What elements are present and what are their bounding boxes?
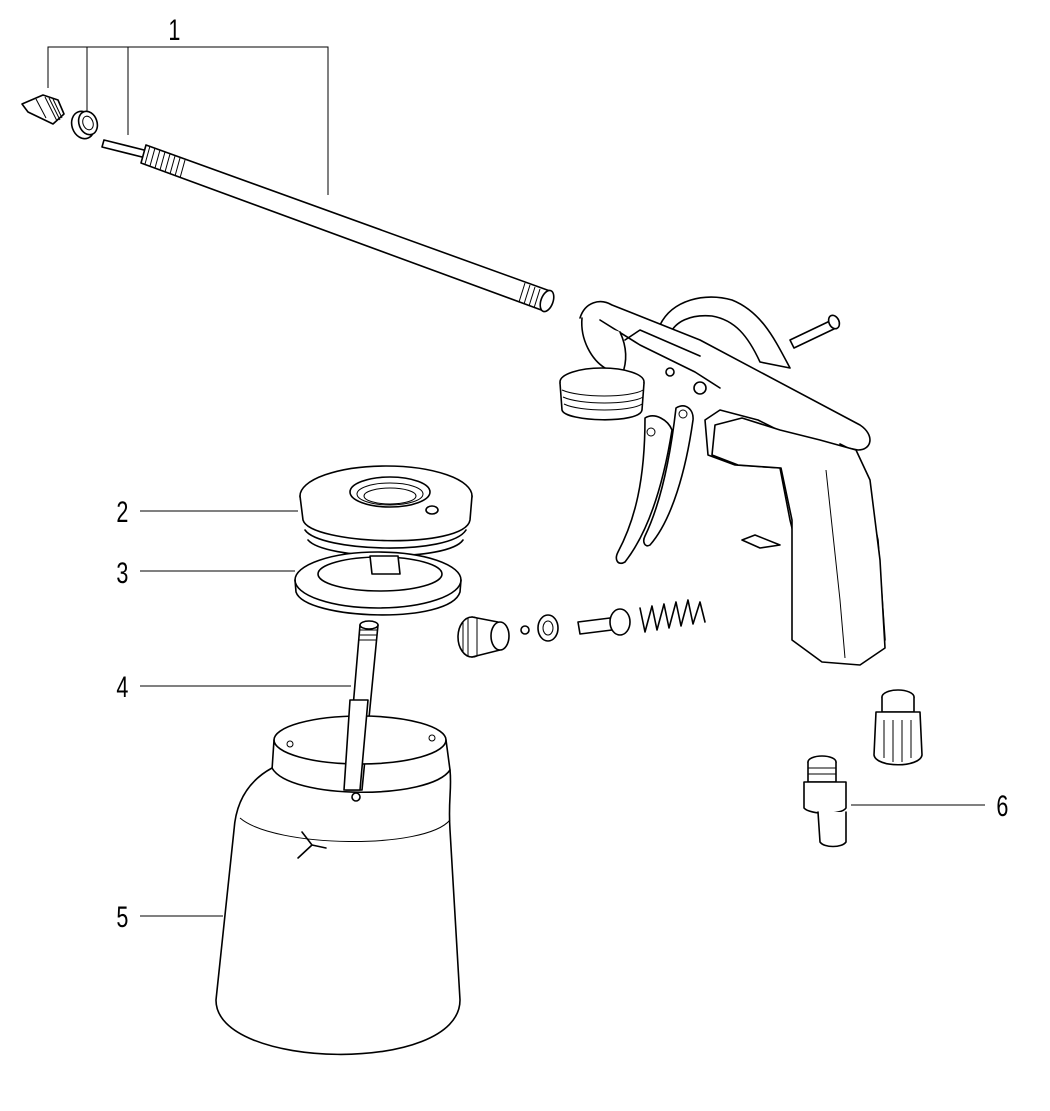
- callout-1: 1: [168, 12, 180, 46]
- nozzle-tip: [21, 94, 65, 125]
- pin: [789, 314, 841, 349]
- air-connector: [873, 689, 923, 766]
- callout-4: 4: [116, 669, 128, 703]
- spray-gun-body: [559, 296, 886, 666]
- gasket: [294, 551, 462, 616]
- nozzle-nut: [70, 110, 99, 140]
- valve-assembly: [457, 599, 706, 658]
- callout-2: 2: [116, 494, 128, 528]
- callout-6: 6: [996, 788, 1008, 822]
- inner-tube: [101, 139, 149, 159]
- cup-lid: [299, 465, 473, 557]
- cup: [215, 699, 461, 1056]
- extension-tube: [140, 144, 555, 313]
- callout-3: 3: [116, 555, 128, 589]
- callout-5: 5: [116, 899, 128, 933]
- leader-lines: [47, 46, 985, 917]
- spring: [639, 599, 706, 633]
- quick-coupler: [803, 755, 847, 848]
